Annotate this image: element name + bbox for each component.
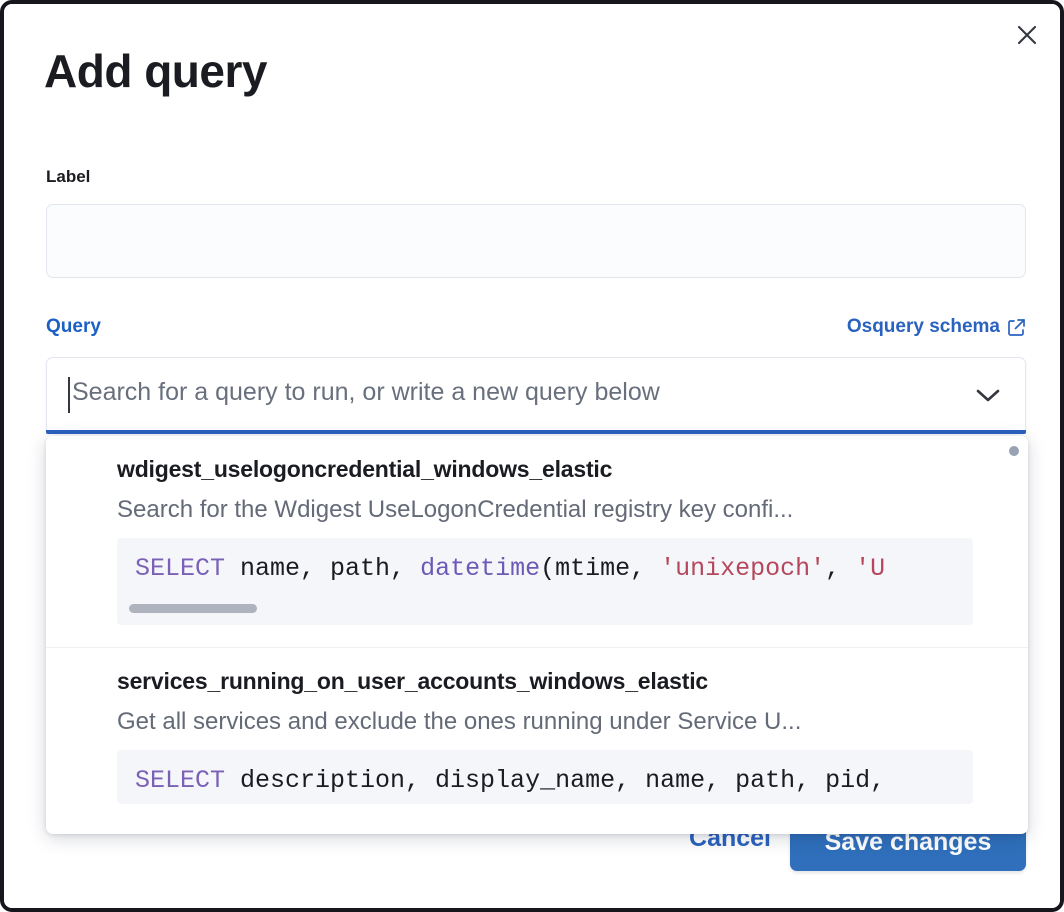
option-code-block: SELECT description, display_name, name, …: [117, 749, 973, 804]
dropdown-scrollbar-thumb[interactable]: [1009, 446, 1019, 456]
query-combobox[interactable]: [46, 357, 1026, 433]
option-code-block: SELECT name, path, datetime(mtime, 'unix…: [117, 538, 973, 625]
option-description: Get all services and exclude the ones ru…: [117, 707, 802, 735]
close-icon: [1016, 24, 1038, 46]
option-description: Search for the Wdigest UseLogonCredentia…: [117, 496, 794, 523]
option-title: wdigest_uselogoncredential_windows_elast…: [117, 456, 613, 482]
query-combobox-placeholder: Search for a query to run, or write a ne…: [72, 378, 660, 406]
page-title: Add query: [44, 45, 267, 97]
list-item[interactable]: wdigest_uselogoncredential_windows_elast…: [46, 436, 1028, 647]
query-field-label: Query: [46, 316, 101, 337]
query-options-dropdown: wdigest_uselogoncredential_windows_elast…: [46, 436, 1028, 834]
list-item[interactable]: services_running_on_user_accounts_window…: [46, 646, 1028, 826]
code-horizontal-scrollbar-thumb[interactable]: [129, 603, 257, 613]
label-field-label: Label: [46, 167, 91, 186]
combobox-focus-underline: [46, 430, 1026, 434]
chevron-down-icon[interactable]: [973, 382, 1003, 410]
external-link-icon: [1007, 318, 1026, 337]
label-input[interactable]: [46, 204, 1026, 278]
sql-code: SELECT name, path, datetime(mtime, 'unix…: [135, 554, 886, 583]
query-field-header: Query Osquery schema: [46, 316, 1026, 344]
close-button[interactable]: [1008, 16, 1046, 54]
osquery-schema-link[interactable]: Osquery schema: [847, 316, 1026, 338]
add-query-modal: Add query Label Query Osquery schema: [4, 4, 1060, 908]
osquery-schema-link-label: Osquery schema: [846, 316, 1000, 337]
option-title: services_running_on_user_accounts_window…: [117, 667, 708, 694]
sql-code: SELECT description, display_name, name, …: [135, 765, 886, 795]
text-caret: [68, 377, 70, 413]
